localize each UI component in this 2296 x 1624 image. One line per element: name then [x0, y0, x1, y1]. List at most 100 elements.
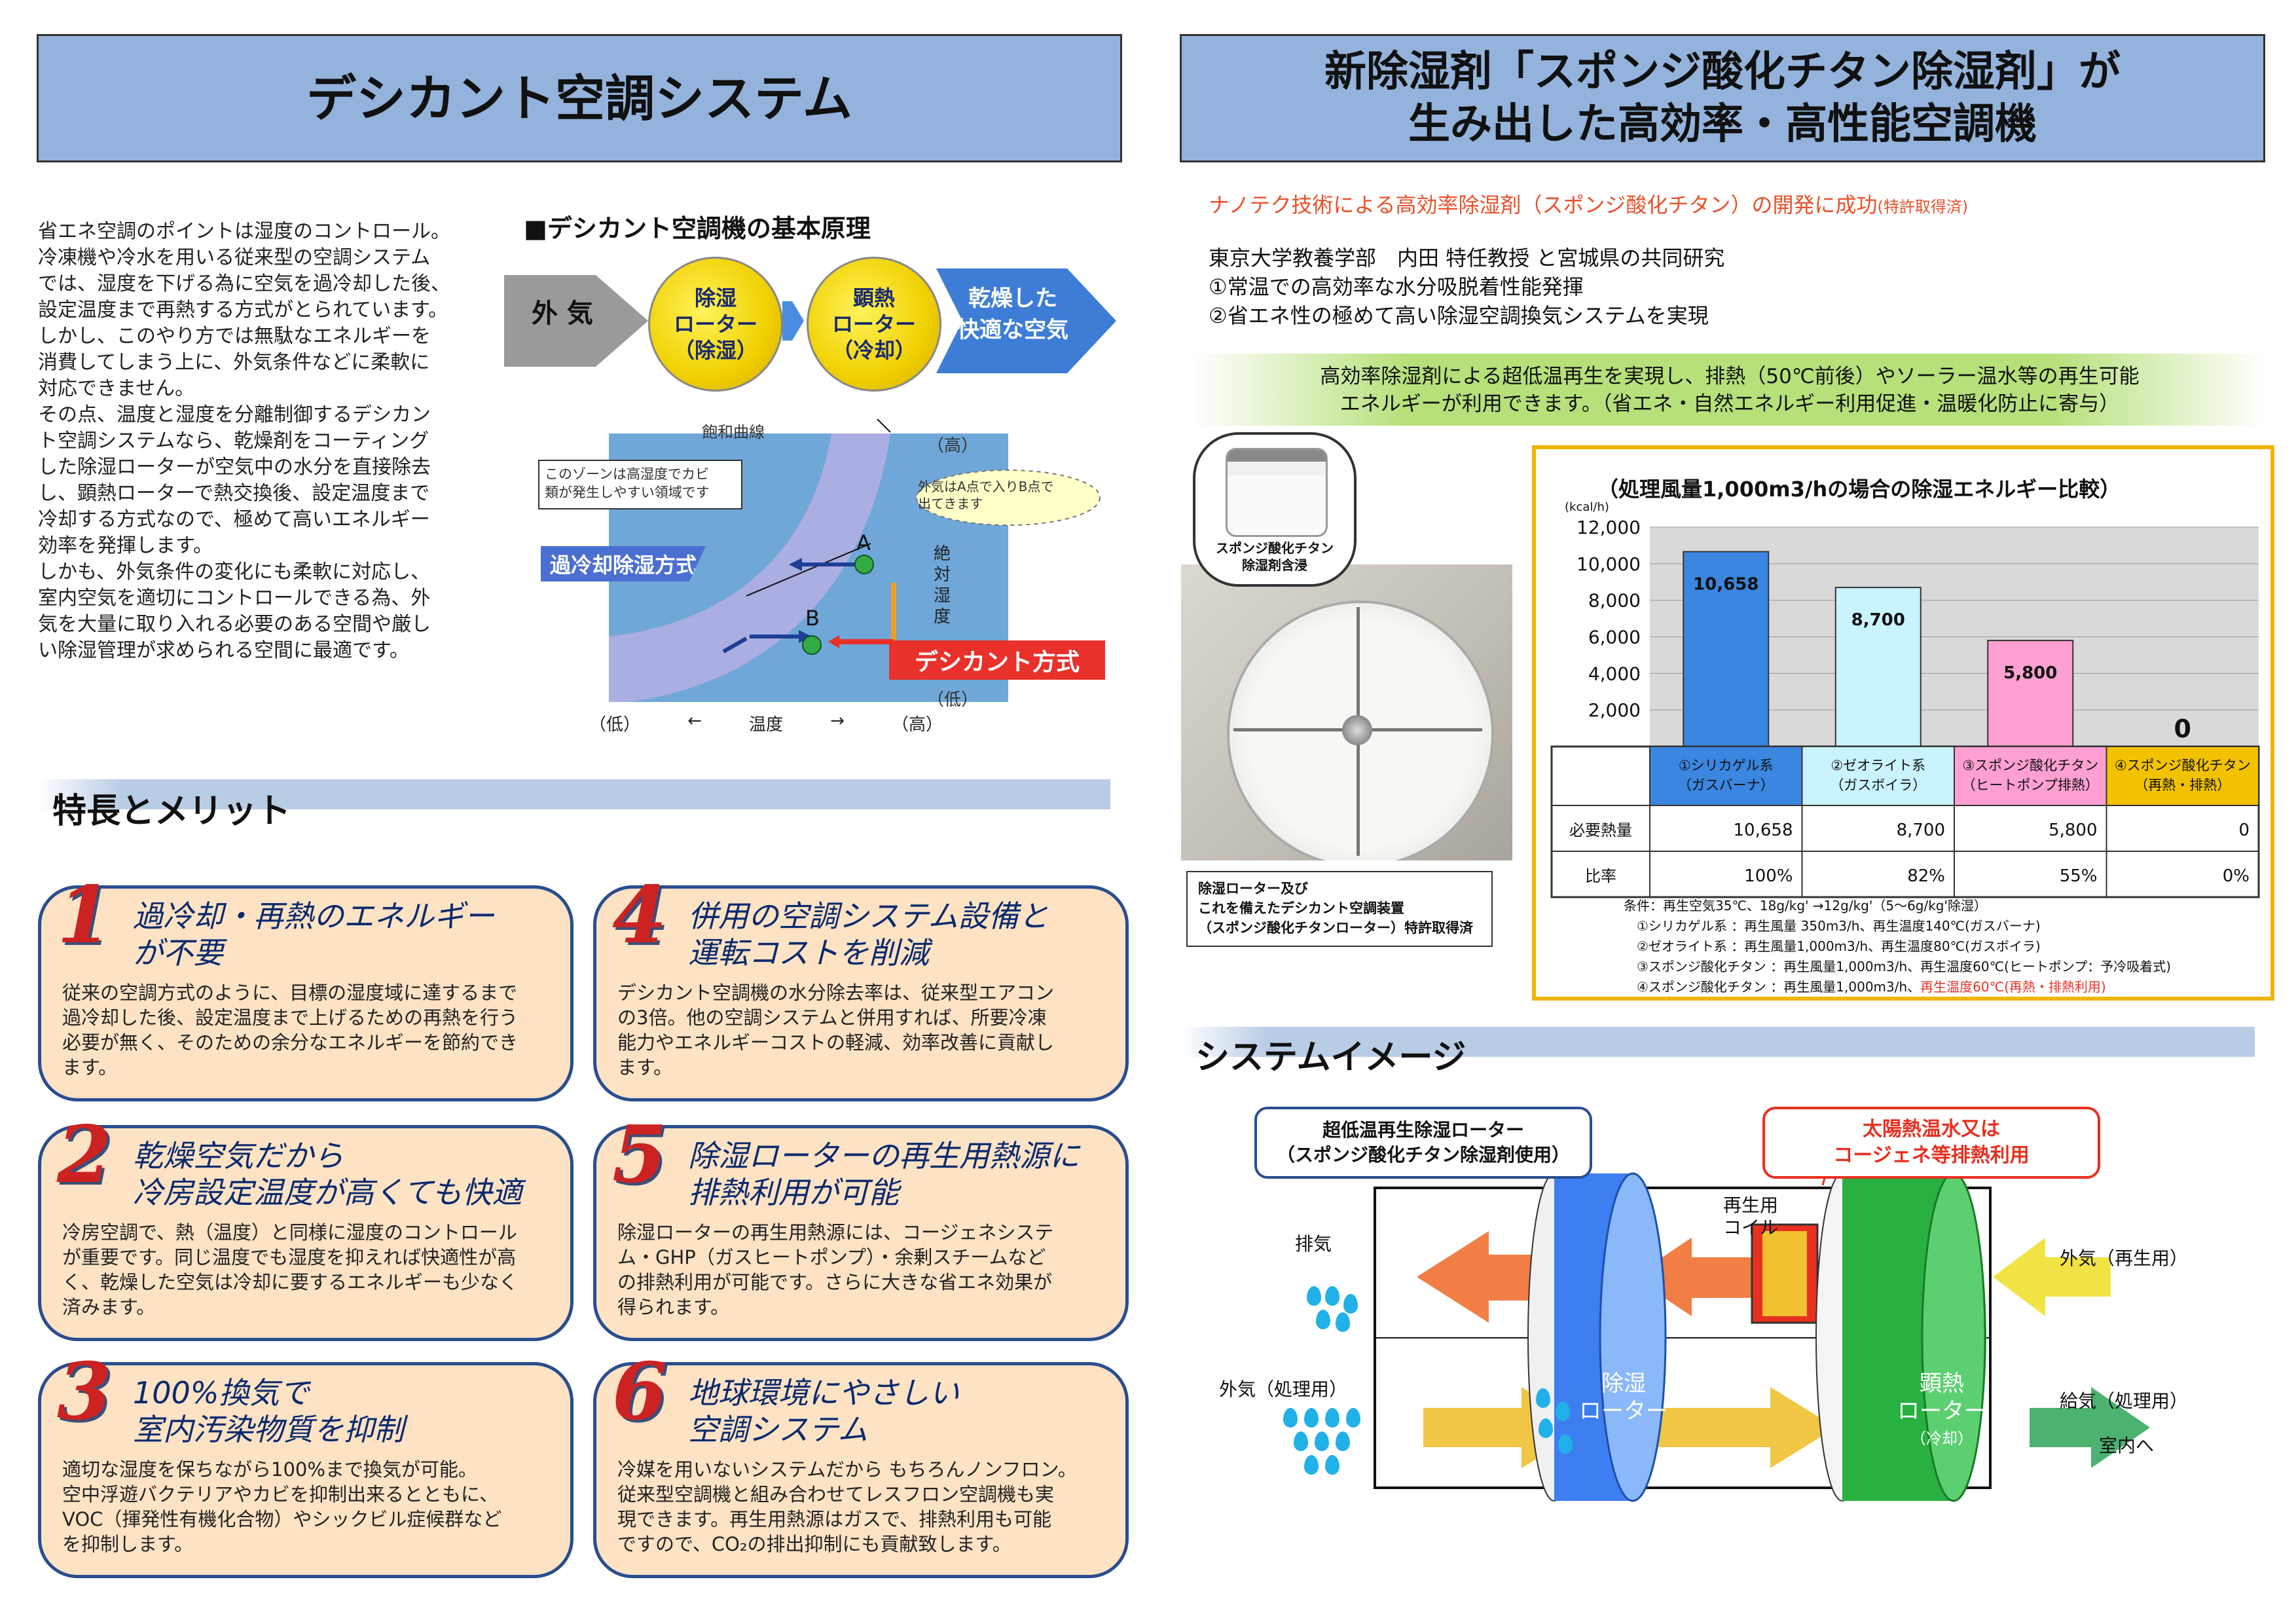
water-drop-icon — [1346, 1408, 1360, 1428]
system-diagram — [1374, 1126, 2150, 1502]
feature-number: 4 — [612, 869, 667, 961]
table-header-text: ①シリカゲル系 — [1679, 758, 1774, 773]
abs-humidity-char: 対 — [934, 565, 951, 585]
table-header-text: ③スポンジ酸化チタン — [1962, 758, 2098, 773]
mold-zone-text: このゾーンは高湿度でカビ — [545, 466, 709, 482]
rotor-photo — [1181, 564, 1512, 860]
feature-title-line: 運転コストを削減 — [688, 935, 929, 970]
feature-title-line: 併用の空調システム設備と — [688, 898, 1049, 934]
result-text: 快適な空気 — [957, 317, 1068, 343]
intro-line: その点、温度と湿度を分離制御するデシカン — [38, 403, 431, 426]
water-drop-icon — [1325, 1286, 1339, 1306]
feature-body: 適切な湿度を保ちながら100%まで換気が可能。空中浮遊バクテリアやカビを抑制出来… — [62, 1457, 555, 1557]
ab-note: 外気はA点で入りB点で出てきます — [918, 478, 1053, 512]
abs-humidity-label: 絶対湿度 — [934, 544, 951, 627]
water-drop-icon — [1325, 1455, 1339, 1475]
feature-title: 100%換気で室内汚染物質を抑制 — [133, 1375, 404, 1448]
feature-body-line: 従来の空調方式のように、目標の湿度域に達するまで — [62, 982, 518, 1004]
table-ratio-value: 0% — [2223, 866, 2250, 886]
y-tick-label: 2,000 — [1588, 699, 1641, 721]
temp-arrow-right: → — [830, 711, 845, 731]
chart-title: （処理風量1,000m3/hの場合の除湿エネルギー比較） — [1597, 477, 2121, 502]
exhaust-label: 排気 — [1295, 1233, 1332, 1255]
bar-value-label: 8,700 — [1851, 610, 1905, 630]
photo-caption: 除湿ローター及びこれを備えたデシカント空調装置（スポンジ酸化チタンローター）特許… — [1186, 871, 1493, 947]
outside-air-label: 外 気 — [532, 299, 593, 329]
feature-title-line: 地球環境にやさしい — [688, 1375, 959, 1411]
feature-body: 冷媒を用いないシステムだから もちろんノンフロン。従来型空調機と組み合わせてレス… — [617, 1457, 1110, 1557]
outside-regen-label: 外気（再生用） — [2060, 1247, 2189, 1269]
condition-line: ②ゼオライト系 ：再生風量1,000m3/h、再生温度80℃(ガスボイラ) — [1637, 938, 2041, 954]
feature-body-line: ム・GHP（ガスヒートポンプ）・余剰スチームなど — [617, 1246, 1046, 1268]
right-banner-line: 新除湿剤「スポンジ酸化チタン除湿剤」が — [1324, 48, 2121, 96]
condition-line: 条件：再生空気35℃、18g/kg' →12g/kg'（5～6g/kg'除湿） — [1624, 898, 1987, 913]
heat-source-callout: 太陽熱温水又はコージェネ等排熱利用 — [1762, 1107, 2100, 1179]
intro-line: しかも、外気条件の変化にも柔軟に対応し、 — [38, 561, 431, 583]
table-header-text: （ヒートポンプ排熱） — [1962, 777, 2099, 793]
table-heat-value: 5,800 — [2049, 821, 2097, 840]
humidity-low-label: （低） — [927, 690, 979, 710]
feature-title: 地球環境にやさしい空調システム — [688, 1375, 959, 1448]
dehumid-rotor-text: ローター — [1579, 1398, 1668, 1424]
condition-4-text: ④スポンジ酸化チタン ：再生風量1,000m3/h、 — [1637, 979, 1921, 995]
feature-body-line: 除湿ローターの再生用熱源には、コージェネシステ — [617, 1221, 1054, 1244]
humidity-high-label: （高） — [927, 436, 979, 456]
table-heat-value: 8,700 — [1897, 821, 1945, 840]
dehumid-rotor-face — [1599, 1172, 1667, 1502]
nanotech-patent: (特許取得済) — [1877, 198, 1969, 216]
coil-label-line: コイル — [1723, 1217, 1779, 1238]
rotor2-text: 顕熱 — [852, 286, 895, 310]
dehumid-rotor-text: 除湿 — [1601, 1371, 1646, 1397]
intro-line: した除湿ローターが空気中の水分を直接除去 — [38, 456, 431, 479]
rotor1-text: （除湿） — [673, 338, 757, 363]
point-b-label: B — [805, 606, 820, 631]
coil-label-line: 再生用 — [1723, 1194, 1779, 1216]
bar — [1683, 551, 1770, 747]
sensible-rotor-label: 顕熱ローター（冷却） — [1897, 1370, 1986, 1452]
jar-image — [1226, 448, 1328, 537]
green-band: 高効率除湿剤による超低温再生を実現し、排熱（50℃前後）やソーラー温水等の再生可… — [1193, 354, 2267, 426]
table-header-cell — [2105, 746, 2259, 806]
feature-body-line: の排熱利用が可能です。さらに大きな省エネ効果が — [617, 1271, 1053, 1293]
left-banner: デシカント空調システム — [37, 34, 1122, 162]
point-a-marker — [854, 555, 874, 574]
intro-line: 消費してしまう上に、外気条件などに柔軟に — [38, 351, 430, 374]
water-drop-icon — [1304, 1408, 1319, 1428]
regen-in-arrow — [1993, 1238, 2111, 1316]
sensible-rotor-circle: 顕熱ローター（冷却） — [807, 257, 941, 392]
table-header-text: ②ゼオライト系 — [1831, 758, 1925, 773]
callout1-line: （スポンジ酸化チタン除湿剤使用） — [1276, 1144, 1570, 1166]
y-tick-label: 4,000 — [1588, 663, 1641, 684]
feature-number: 6 — [612, 1346, 667, 1438]
table-row1-label: 必要熱量 — [1569, 821, 1632, 840]
bar — [1987, 640, 2074, 747]
outside-process-label: 外気（処理用） — [1219, 1378, 1348, 1400]
green-band-line: 高効率除湿剤による超低温再生を実現し、排熱（50℃前後）やソーラー温水等の再生可… — [1320, 365, 2140, 388]
water-drop-icon — [1336, 1431, 1350, 1451]
temp-arrow-left: ← — [687, 711, 702, 731]
research-line: ①常温での高効率な水分吸脱着性能発揮 — [1209, 274, 1584, 299]
bar-value-label: 10,658 — [1693, 574, 1758, 594]
water-drop-icon — [1315, 1431, 1329, 1451]
rotor2-text: （冷却） — [831, 338, 916, 363]
principle-title: ■デシカント空調機の基本原理 — [524, 214, 871, 243]
table-row2-label: 比率 — [1585, 867, 1616, 885]
supply-label: 給気（処理用） — [2060, 1390, 2189, 1412]
feature-number: 3 — [57, 1346, 112, 1438]
water-drop-icon — [1539, 1418, 1553, 1438]
feature-title-line: 室内汚染物質を抑制 — [133, 1412, 404, 1447]
feature-body-line: ですので、CO₂の排出抑制にも貢献致します。 — [617, 1533, 1011, 1555]
result-arrow — [936, 268, 1116, 373]
table-header-cell — [1801, 746, 1955, 806]
table-header-text: （ガスバーナ） — [1678, 777, 1774, 793]
nanotech-text: ナノテク技術による高効率除湿剤（スポンジ酸化チタン）の開発に成功 — [1209, 193, 1878, 217]
water-drop-icon — [1294, 1431, 1308, 1451]
feature-title: 乾燥空気だから冷房設定温度が高くても快適 — [133, 1137, 522, 1211]
feature-body-line: 必要が無く、そのための余分なエネルギーを節約でき — [62, 1031, 519, 1054]
y-tick-label: 12,000 — [1576, 517, 1641, 538]
bar — [1834, 587, 1922, 747]
callout1-line: 超低温再生除湿ローター — [1322, 1119, 1524, 1141]
feature-title: 除湿ローターの再生用熱源に排熱利用が可能 — [688, 1137, 1080, 1211]
intro-line: 省エネ空調のポイントは湿度のコントロール。 — [38, 220, 450, 243]
